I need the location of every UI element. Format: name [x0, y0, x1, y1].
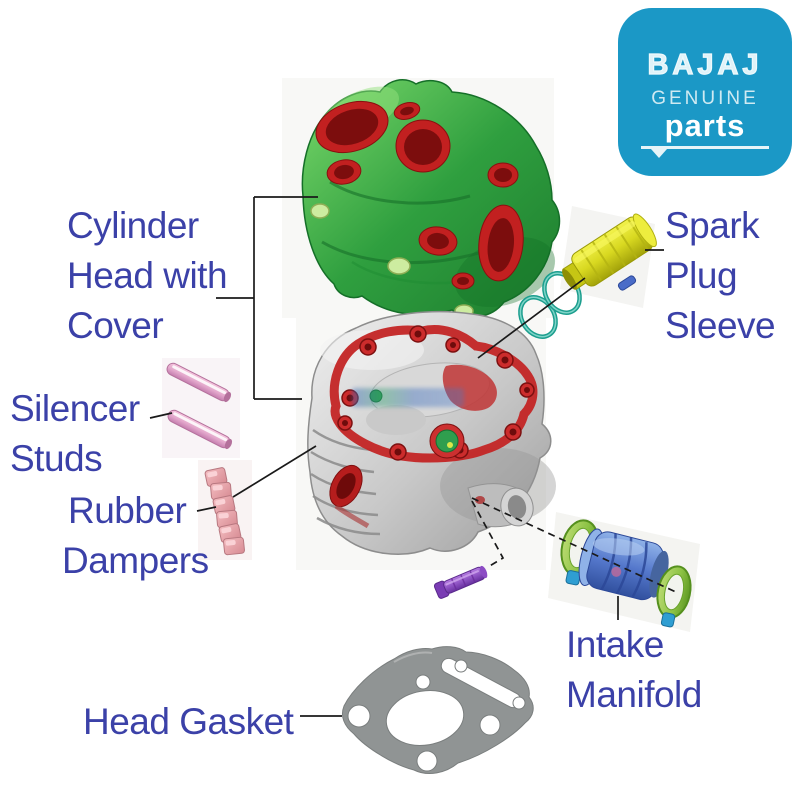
manifold-body [578, 528, 669, 601]
label-intake-manifold: Intake Manifold [566, 620, 702, 720]
label-line: Silencer [10, 388, 140, 429]
leader-silencer-studs [149, 412, 173, 419]
gasket-bore-hole [385, 690, 465, 746]
label-line: Head Gasket [83, 701, 294, 742]
intake-port [467, 483, 534, 528]
cover-ports [315, 100, 524, 290]
gasket-bolt-holes [347, 659, 526, 772]
head-gasket-part [341, 646, 534, 774]
label-rubber-dampers: Rubber Dampers [62, 486, 209, 586]
label-silencer-studs: Silencer Studs [10, 384, 140, 484]
o-rings [518, 271, 582, 339]
cylinder-head-part [307, 310, 556, 555]
label-line: Rubber [68, 490, 187, 531]
label-cylinder-head-cover: Cylinder Head with Cover [67, 201, 228, 351]
bajaj-genuine-parts-logo: BAJAJ GENUINE parts [618, 8, 792, 176]
label-line: Plug [665, 255, 738, 296]
leader-spark-plug-sleeve [477, 249, 664, 359]
leader-rubber-dampers [196, 445, 317, 512]
logo-brand-text: BAJAJ [647, 48, 763, 81]
cylinder-head-cover-part [301, 79, 561, 318]
spark-plug-sleeve-part [562, 213, 657, 291]
gasket-face [329, 325, 538, 463]
logo-arrow-icon [651, 149, 667, 158]
label-line: Cover [67, 305, 164, 346]
label-line: Cylinder [67, 205, 199, 246]
label-line: Intake [566, 624, 664, 665]
label-line: Dampers [62, 540, 209, 581]
silencer-studs-part [166, 362, 233, 450]
watermark [352, 388, 464, 407]
label-line: Head with [67, 255, 228, 296]
rubber-dampers-part [204, 467, 245, 556]
mounting-bolt [433, 565, 488, 599]
logo-parts-text: parts [664, 108, 746, 143]
exhaust-port [329, 464, 363, 508]
label-spark-plug-sleeve: Spark Plug Sleeve [665, 201, 776, 351]
label-head-gasket: Head Gasket [83, 697, 294, 747]
valve-cap-large [429, 423, 465, 459]
leader-cylinder-head-cover [216, 196, 318, 400]
valve-cap-small [369, 389, 383, 403]
leader-lines [149, 196, 679, 717]
intake-manifold-part [560, 519, 692, 628]
label-line: Studs [10, 438, 103, 479]
logo-underline [641, 146, 769, 158]
label-line: Spark [665, 205, 760, 246]
sleeve-clip [617, 275, 637, 291]
logo-genuine-text: GENUINE [651, 88, 759, 109]
label-line: Manifold [566, 674, 702, 715]
assembly-axis-dashed [471, 497, 679, 594]
label-line: Sleeve [665, 305, 776, 346]
